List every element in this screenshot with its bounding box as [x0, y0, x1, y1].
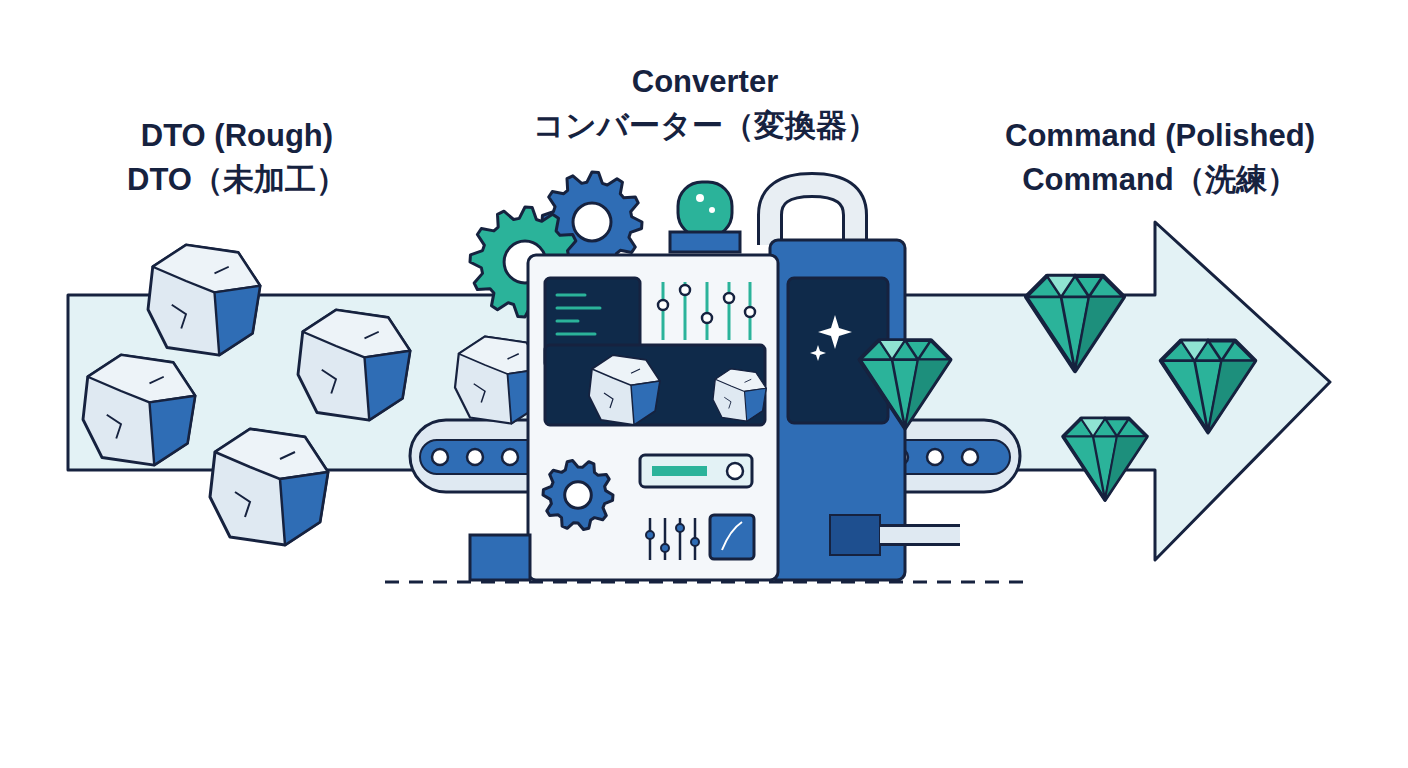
heading-label: コンバーター（変換器）	[533, 108, 878, 144]
heading-label: Command (Polished)	[1005, 118, 1315, 154]
heading-label: DTO（未加工）	[127, 162, 347, 198]
heading-label: DTO (Rough)	[141, 118, 333, 154]
heading-label: Converter	[632, 64, 778, 100]
heading-label: Command（洗練）	[1022, 162, 1298, 198]
